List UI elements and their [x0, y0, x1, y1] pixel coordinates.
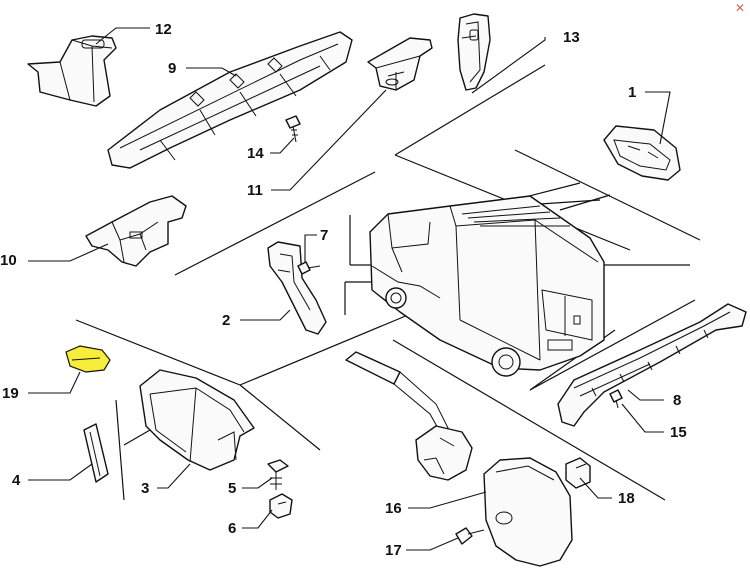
- part-9-tray: [107, 31, 353, 169]
- handbrake-assembly: [345, 351, 473, 481]
- label-18: 18: [618, 490, 635, 507]
- label-6: 6: [228, 520, 236, 537]
- part-19-pad: [65, 345, 111, 373]
- label-7: 7: [320, 227, 328, 244]
- van-illustration: [369, 195, 605, 377]
- part-14-screw: [285, 115, 301, 143]
- part-16-cover: [483, 457, 573, 567]
- label-17: 17: [385, 542, 402, 559]
- label-3: 3: [141, 480, 149, 497]
- label-8: 8: [673, 392, 681, 409]
- part-8-sill-trim: [557, 303, 747, 427]
- part-6-nut: [269, 493, 293, 519]
- part-4-panel: [83, 423, 109, 483]
- label-16: 16: [385, 500, 402, 517]
- part-1-handle: [603, 125, 681, 181]
- label-19: 19: [2, 385, 19, 402]
- part-5-clip: [267, 459, 289, 490]
- part-3-bin: [139, 369, 255, 471]
- label-4: 4: [12, 472, 21, 489]
- part-10-bracket: [85, 195, 187, 267]
- part-7-screw: [297, 261, 321, 275]
- part-17-screw: [455, 527, 485, 545]
- label-13: 13: [563, 29, 580, 46]
- leader-lines: [28, 27, 671, 551]
- part-2-pillar-trim: [267, 241, 327, 335]
- label-12: 12: [155, 21, 172, 38]
- close-icon[interactable]: ✕: [734, 1, 746, 15]
- label-1: 1: [628, 84, 636, 101]
- part-18-clip: [565, 457, 591, 489]
- part-13-trim: [457, 13, 491, 91]
- part-11-bracket: [367, 37, 433, 91]
- label-5: 5: [228, 480, 236, 497]
- part-15-clip: [609, 389, 623, 409]
- label-2: 2: [222, 312, 230, 329]
- part-12-bracket: [27, 35, 117, 107]
- label-10: 10: [0, 252, 17, 269]
- label-9: 9: [168, 60, 176, 77]
- label-15: 15: [670, 424, 687, 441]
- label-14: 14: [247, 145, 264, 162]
- label-11: 11: [247, 182, 263, 199]
